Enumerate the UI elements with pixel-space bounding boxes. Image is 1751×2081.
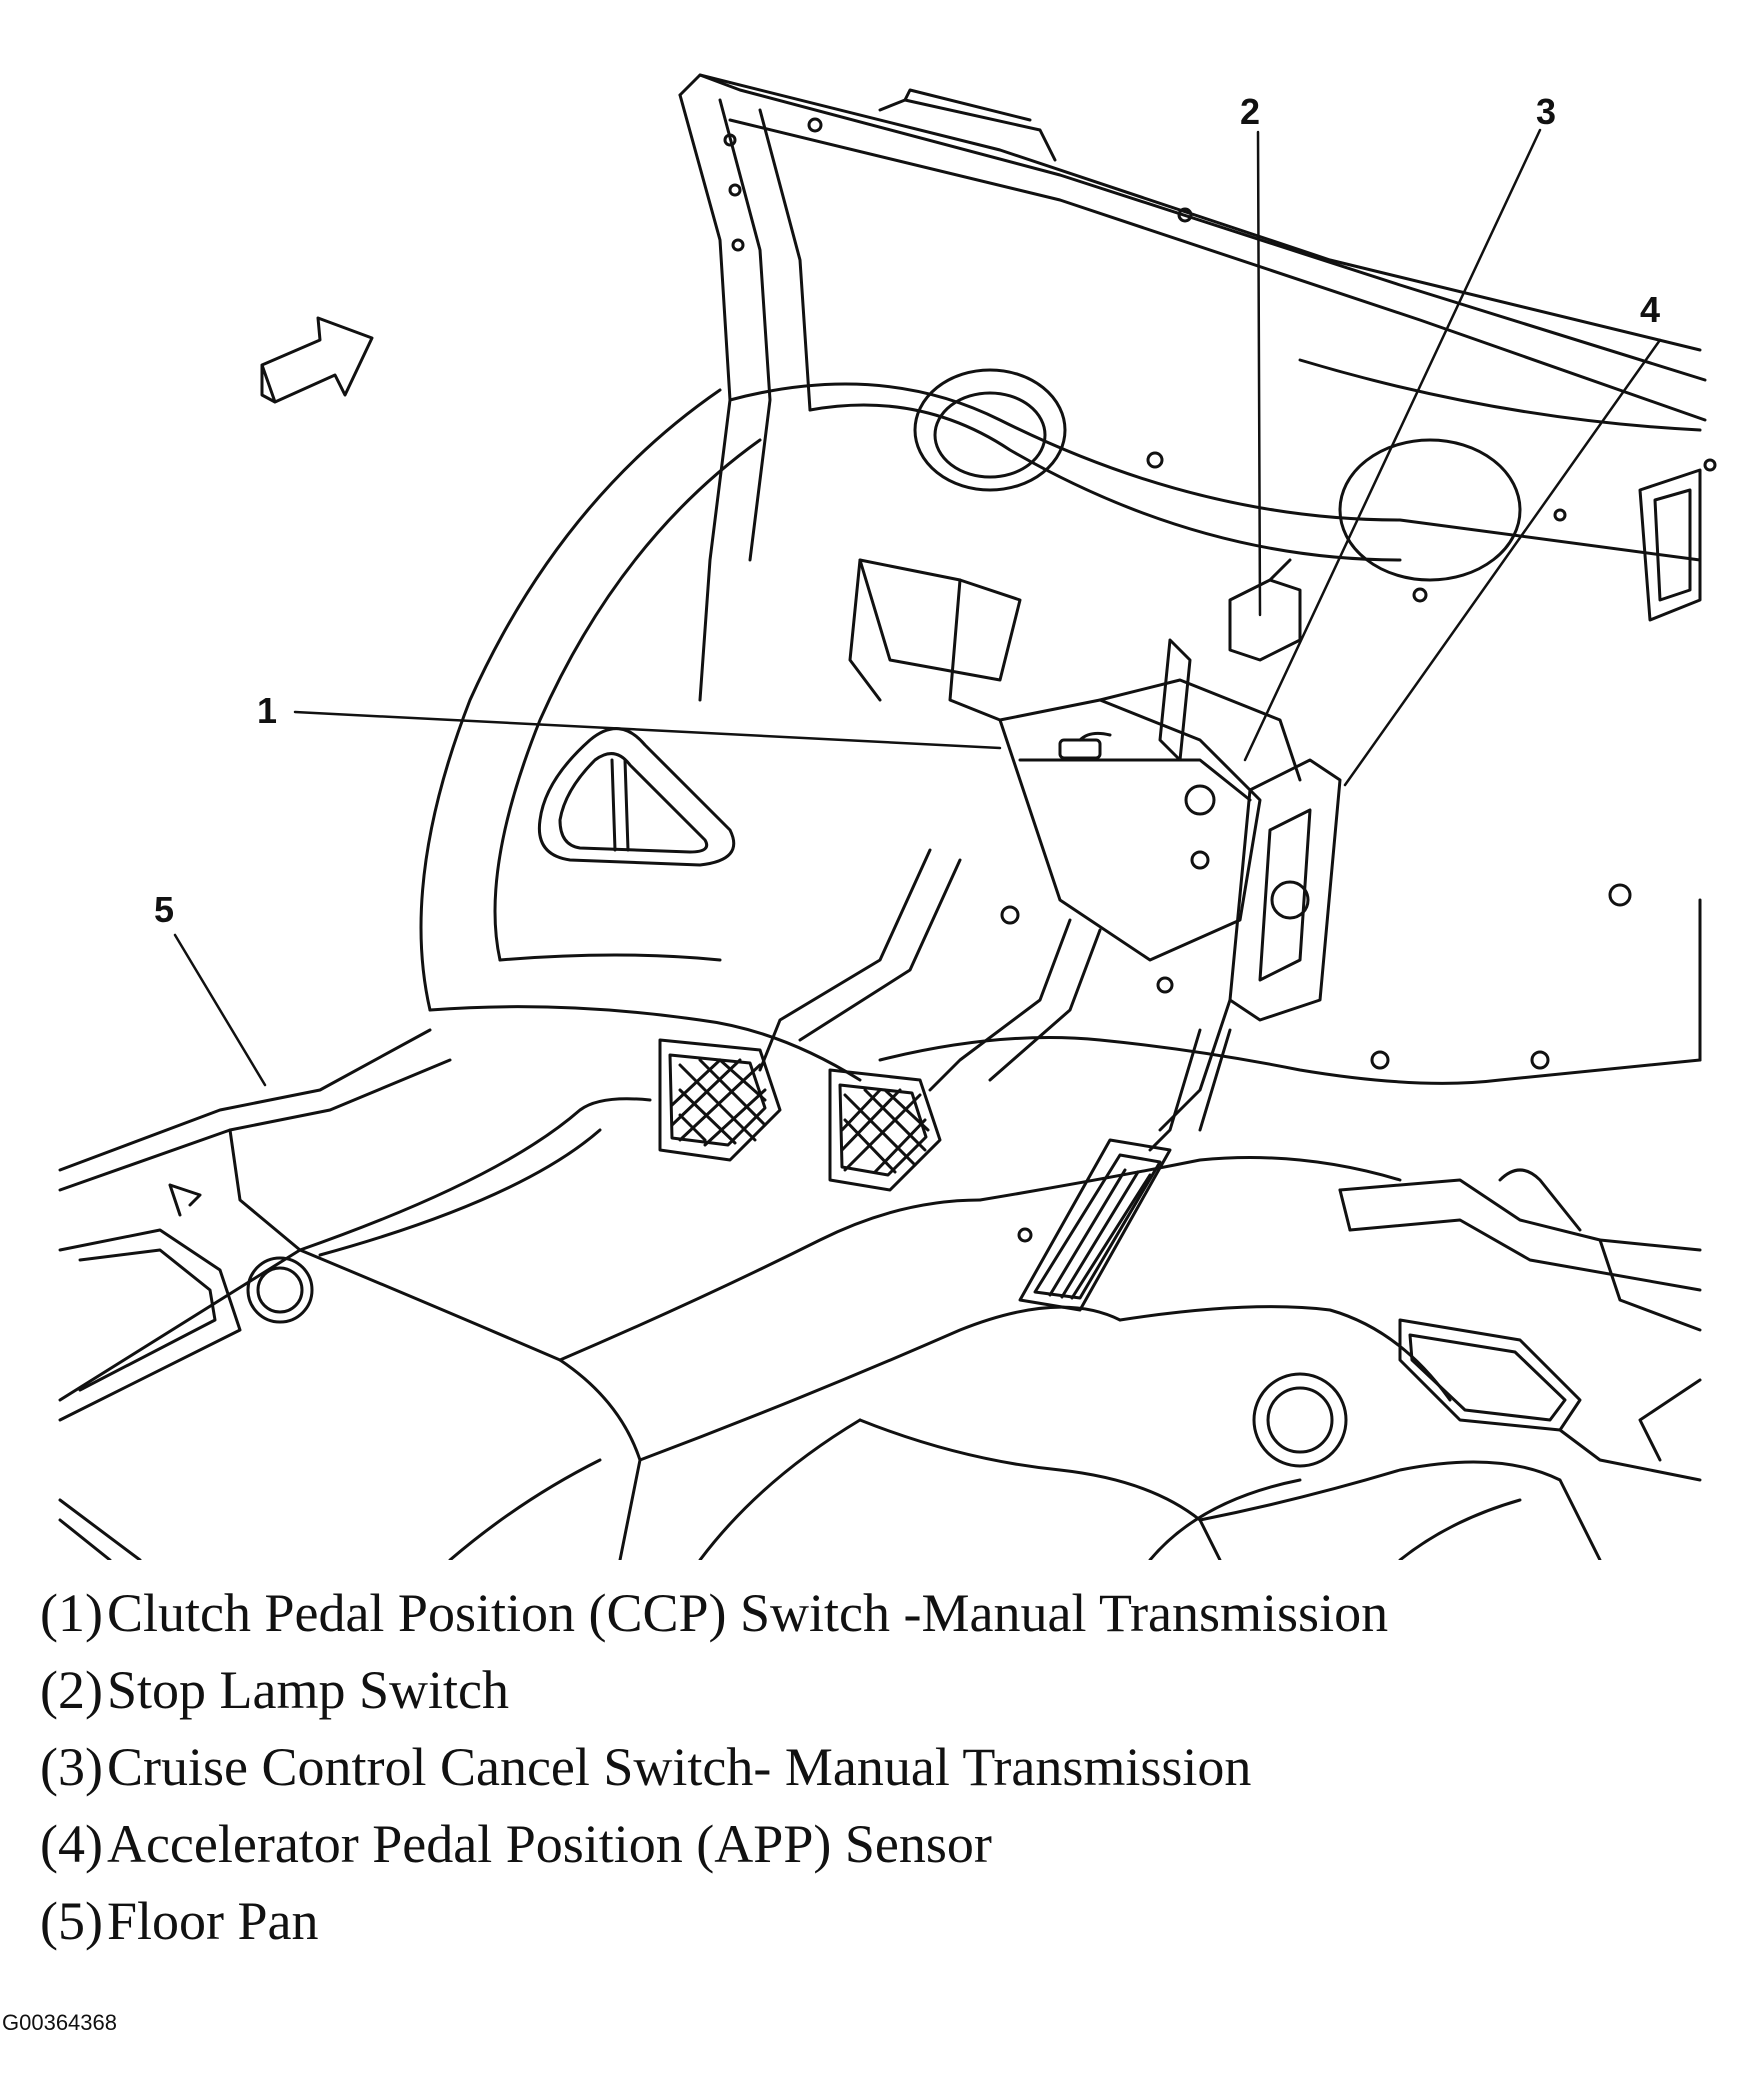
callout-leaders xyxy=(173,128,1662,1087)
callout-legend: (1)Clutch Pedal Position (CCP) Switch -M… xyxy=(40,1575,1720,1960)
leader-3 xyxy=(1243,128,1542,762)
diagram-canvas: 1 2 3 4 5 xyxy=(58,73,1717,1560)
figure-id: G00364368 xyxy=(2,2010,117,2035)
leader-2 xyxy=(1256,130,1262,617)
legend-item-3: (3)Cruise Control Cancel Switch- Manual … xyxy=(40,1737,1252,1797)
callout-numbers: 1 2 3 4 5 xyxy=(154,91,1660,930)
left-pillar xyxy=(678,93,812,702)
left-footwell-panel xyxy=(419,388,862,1082)
legend-item-4: (4)Accelerator Pedal Position (APP) Sens… xyxy=(40,1814,992,1874)
dash-panel xyxy=(728,358,1717,622)
callout-number-1: 1 xyxy=(257,690,277,731)
accelerator-pedal xyxy=(1017,1028,1232,1312)
callout-number-2: 2 xyxy=(1240,91,1260,132)
legend-item-5: (5)Floor Pan xyxy=(40,1891,319,1951)
floor-pan xyxy=(58,883,1702,1560)
brake-pedal xyxy=(828,918,1102,1192)
callout-number-4: 4 xyxy=(1640,289,1660,330)
callout-number-3: 3 xyxy=(1536,91,1556,132)
clutch-pedal xyxy=(658,848,962,1162)
leader-4 xyxy=(1343,338,1662,787)
leader-1 xyxy=(293,710,1002,750)
callout-number-5: 5 xyxy=(154,889,174,930)
pedal-bracket xyxy=(848,558,1302,962)
pedal-assembly-diagram: 1 2 3 4 5 xyxy=(58,73,1717,1560)
firewall-top-flange xyxy=(678,73,1707,422)
legend-item-1: (1)Clutch Pedal Position (CCP) Switch -M… xyxy=(40,1583,1389,1643)
leader-5 xyxy=(173,933,267,1087)
forward-arrow-icon xyxy=(260,316,374,404)
legend-item-2: (2)Stop Lamp Switch xyxy=(40,1660,509,1720)
